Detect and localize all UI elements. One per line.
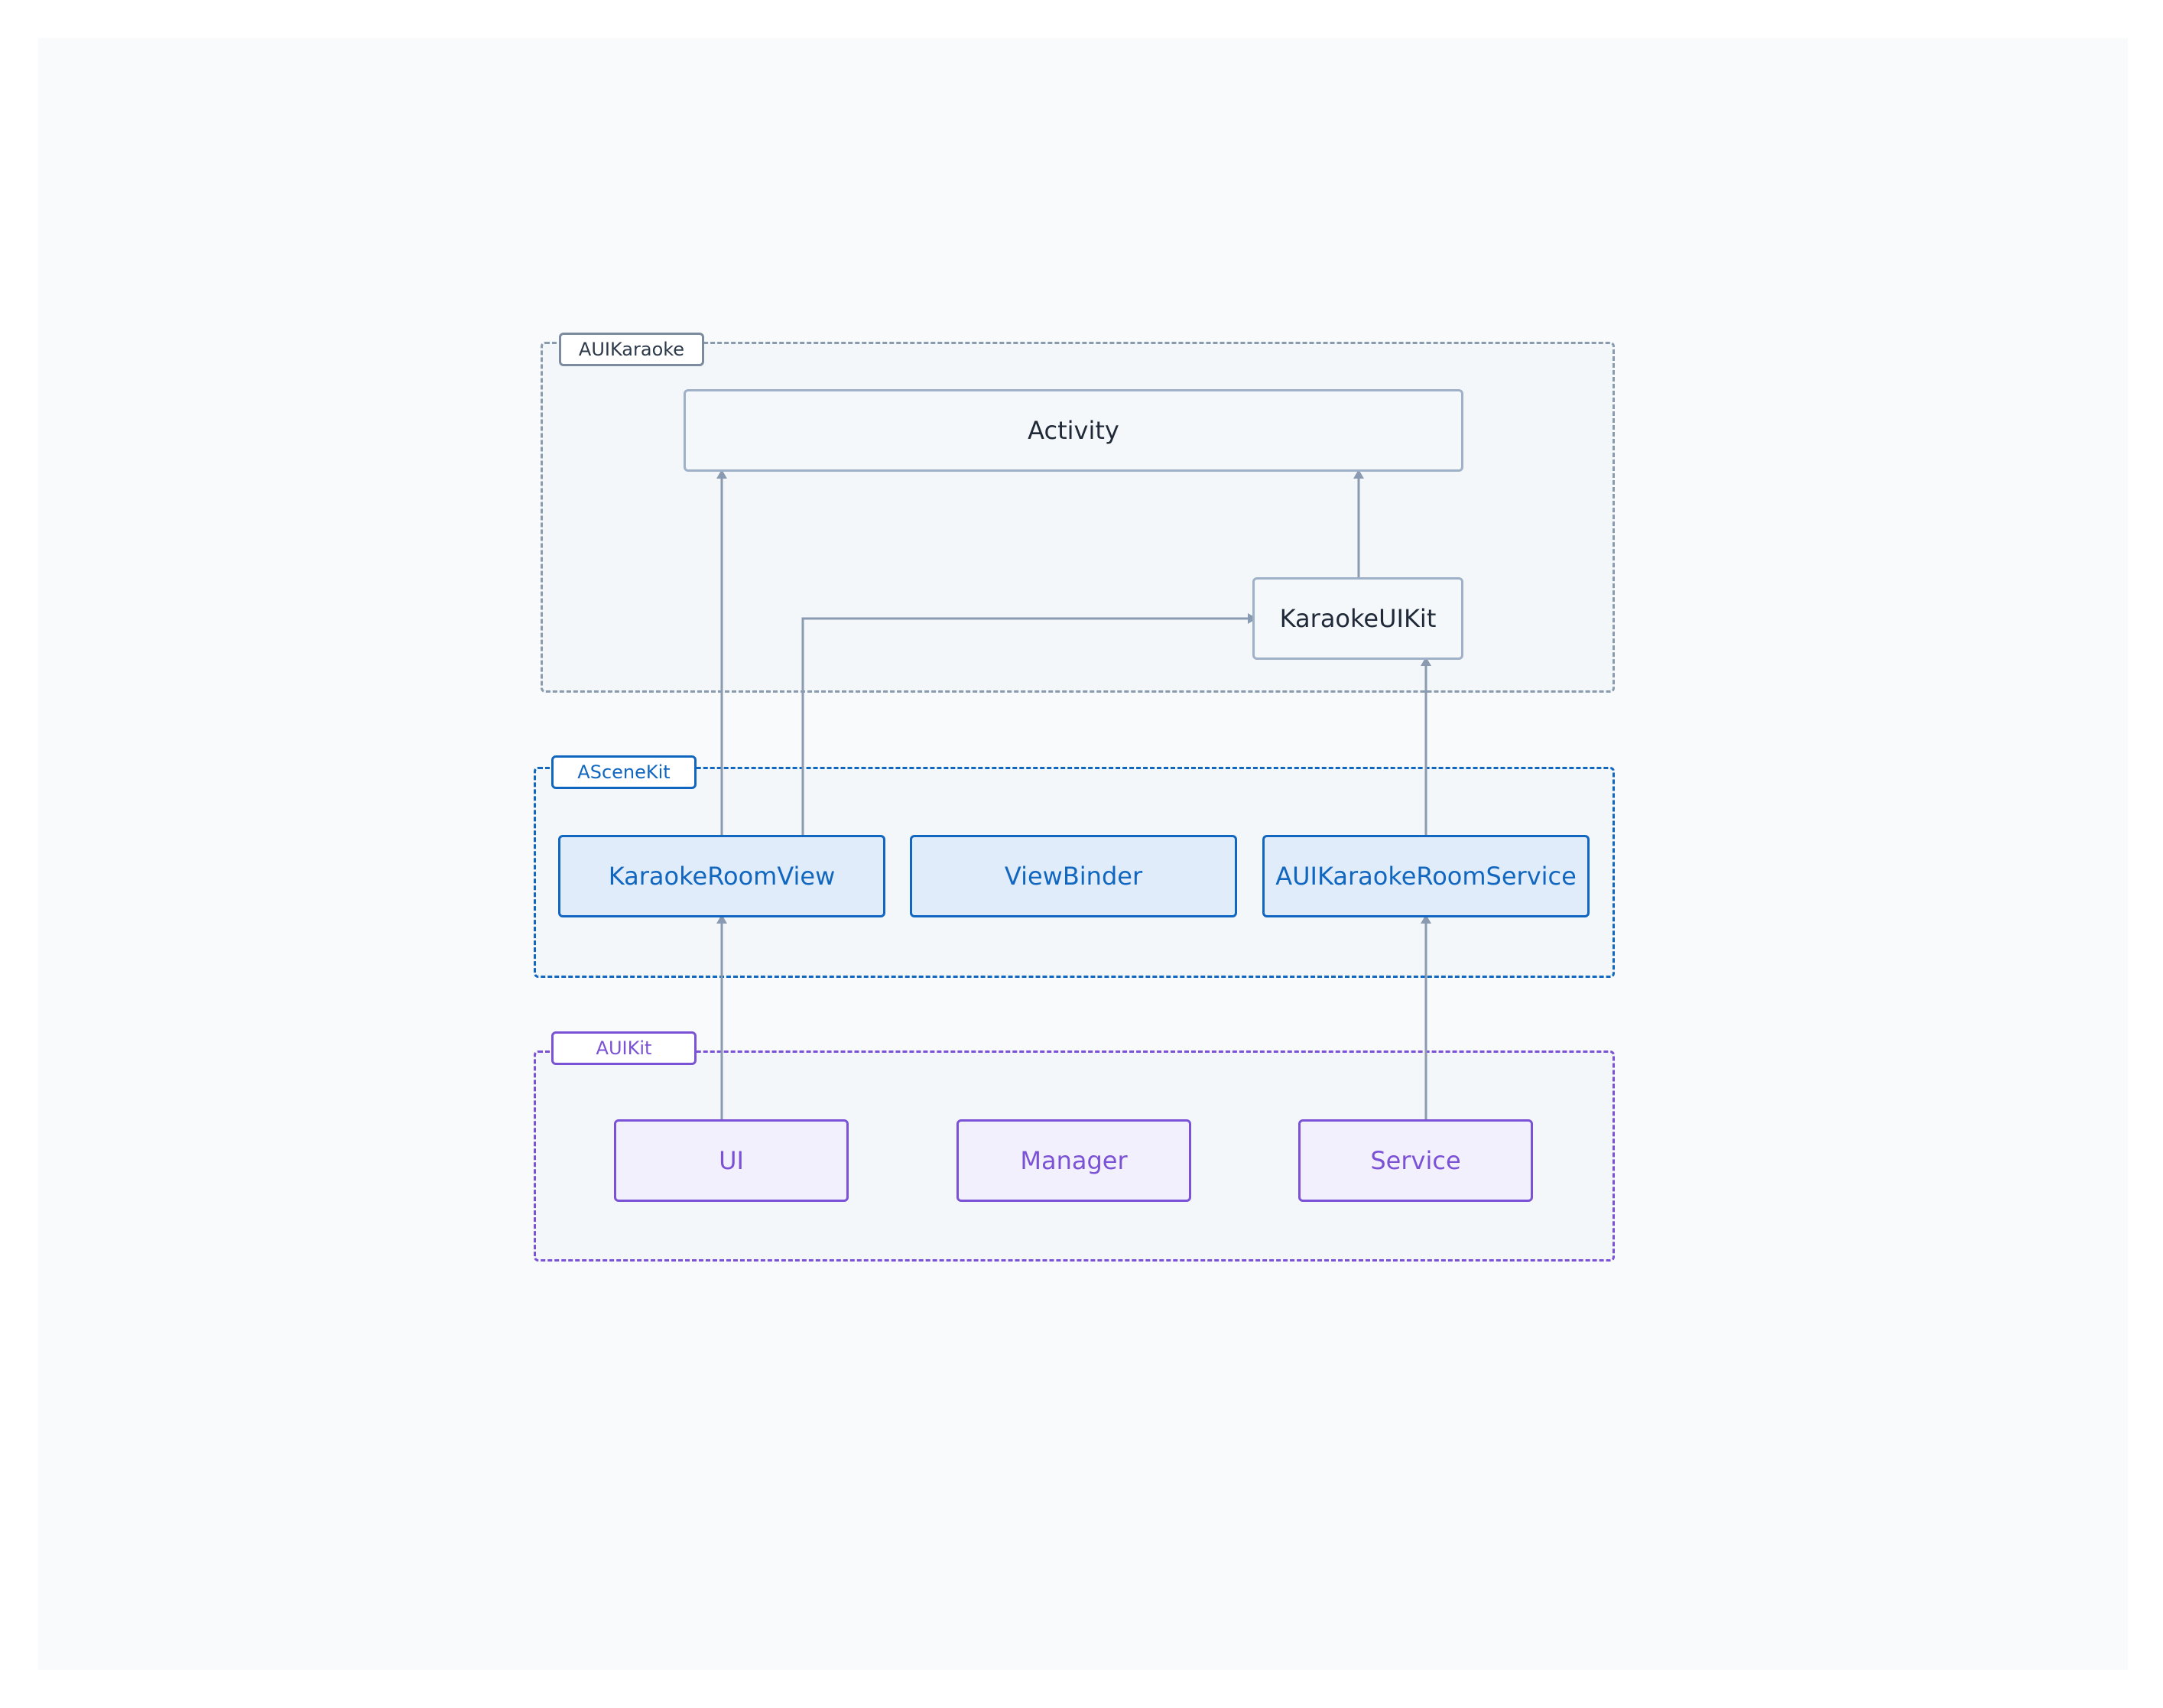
- group-label-auikit: AUIKit: [551, 1031, 697, 1065]
- edge-roomview-to-karaokeuikit: [801, 613, 1257, 835]
- group-label-auikaraoke: AUIKaraoke: [559, 333, 704, 366]
- node-karaoke-ui-kit: KaraokeUIKit: [1252, 577, 1463, 660]
- node-karaoke-room-view: KaraokeRoomView: [558, 835, 885, 917]
- node-activity: Activity: [684, 389, 1463, 472]
- group-label-ascenes-kit: ASceneKit: [551, 755, 697, 789]
- node-ui: UI: [614, 1119, 849, 1202]
- node-view-binder: ViewBinder: [910, 835, 1237, 917]
- node-manager: Manager: [956, 1119, 1191, 1202]
- node-auikaraoke-room-service: AUIKaraokeRoomService: [1262, 835, 1590, 917]
- node-service: Service: [1298, 1119, 1533, 1202]
